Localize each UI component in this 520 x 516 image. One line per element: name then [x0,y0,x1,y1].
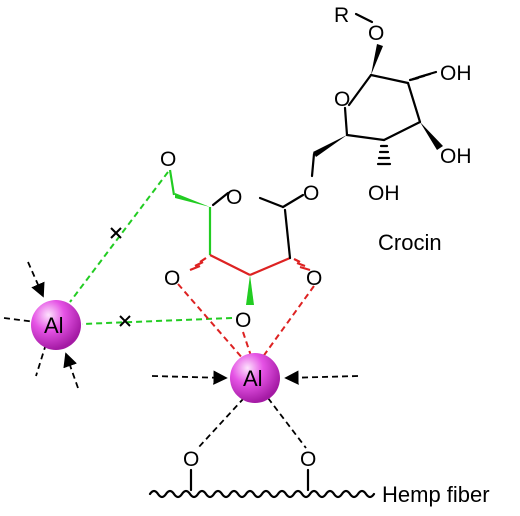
metal-sphere [31,300,81,350]
bond [354,12,374,24]
oxygen-label: O [164,267,180,290]
bond [310,152,316,178]
blocked-interaction-line [81,317,233,325]
r-group-label: R [334,4,349,27]
metal-sphere [230,353,280,403]
chelation-interaction-line [261,285,315,359]
al-label: Al [243,366,263,391]
chelation-interaction-line [242,331,252,357]
hydroxyl-label: OH [368,182,400,205]
bond [211,191,230,207]
hashed-bond [293,258,311,272]
hashed-bond [376,144,392,166]
wedge-bond [371,44,383,75]
hashed-bond [189,257,207,272]
chelation-interaction-line [177,283,245,361]
bond [347,73,373,107]
bond [369,73,410,85]
bridging-oxygen-label: O [303,182,319,205]
hemp-fiber-label: Hemp fiber [382,482,490,507]
oxygen-label: O [306,267,322,290]
red-bond [249,256,291,277]
oxygen-label: O [368,22,384,45]
bond [406,81,422,124]
lower-glucose-ring [168,169,311,305]
central-al-ion: Al [151,353,359,449]
green-wedge-bond [246,275,254,305]
bond [382,120,422,142]
bond [258,196,285,209]
green-wedge-bond [175,193,210,207]
fiber-oxygen-label: O [300,448,316,471]
blocked-cross-icon [110,227,122,239]
bond [343,106,349,137]
bond [281,193,305,209]
blocked-cross-icon [119,315,131,327]
crocin-label: Crocin [378,230,442,255]
bond [283,208,292,260]
hydroxyl-label: OH [440,145,472,168]
green-bond [168,169,176,196]
left-al-ion: Al [3,261,81,389]
oxygen-label: O [235,309,251,332]
red-bond [209,254,251,276]
primary-hydroxyl-oxygen-label: O [160,148,176,171]
hydroxyl-label: OH [440,62,472,85]
fiber-oxygen-label: O [183,448,199,471]
al-label: Al [44,313,64,338]
hashed-bond [408,70,438,82]
wedge-bond [313,135,347,157]
ring-oxygen-label: O [226,186,242,209]
fiber-backbone [148,489,376,499]
ring-oxygen-label: O [334,88,350,111]
wedge-bond [420,122,443,150]
bond [345,133,386,142]
upper-glucose-ring [310,12,443,178]
